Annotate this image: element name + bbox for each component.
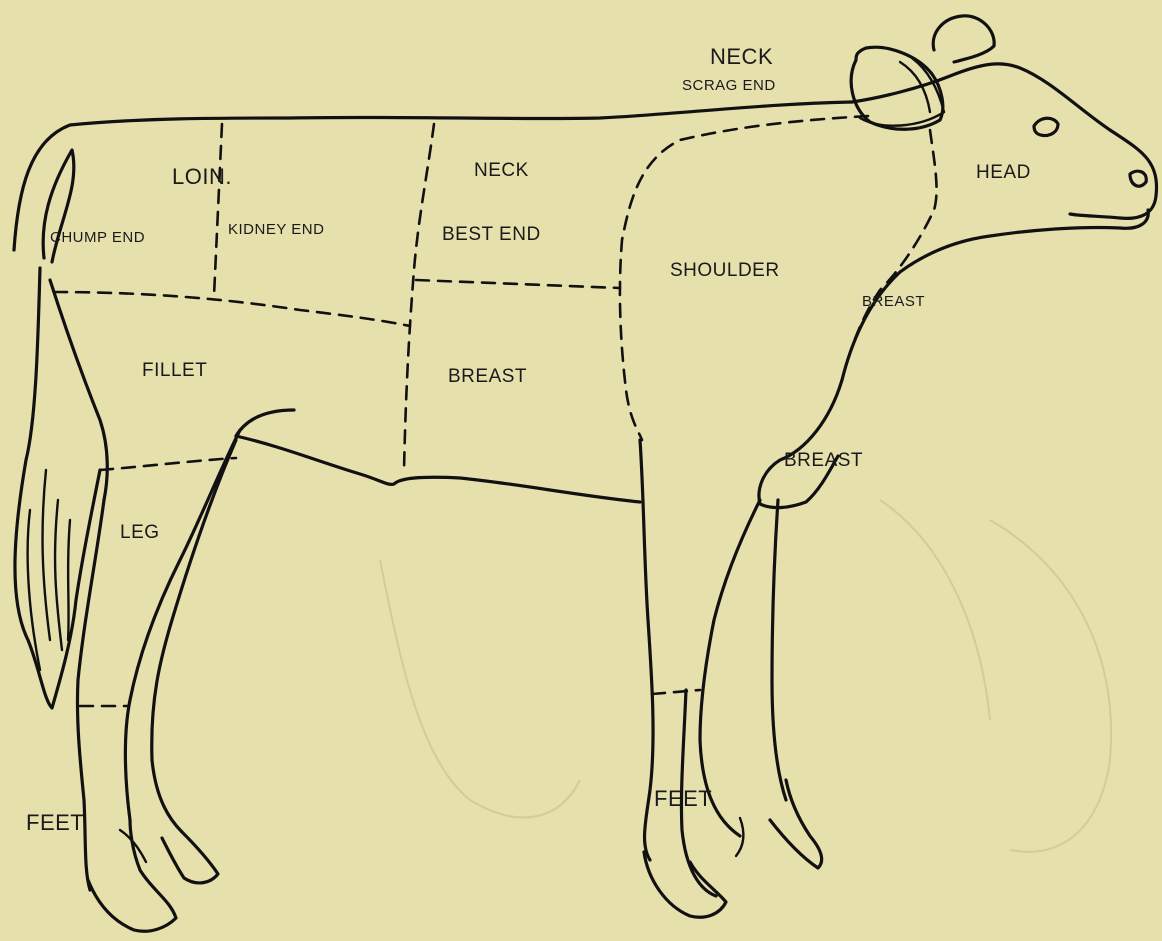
cut-line-hind-leg-top [100,458,236,470]
belly-outline [236,410,640,502]
label-chump-end: CHUMP END [50,229,145,246]
tail-switch [15,268,100,708]
label-breast-upper: BREAST [862,293,925,310]
label-kidney-end: KIDNEY END [228,221,324,238]
calf-outline [14,16,1157,931]
label-breast-mid: BREAST [448,366,527,387]
tail-hair-2 [55,500,62,650]
fore-hoof-front [770,780,822,868]
foreleg-front-edge [772,500,786,800]
label-head: HEAD [976,162,1031,183]
label-neck: NECK [474,160,529,181]
label-leg: LEG [120,522,160,543]
cut-lines [54,116,937,706]
tail-hair-4 [68,520,70,640]
hind-leg-front [125,430,240,820]
cut-line-fore-feet [652,690,700,694]
label-breast-lower: BREAST [784,450,863,471]
label-loin: LOIN. [172,164,232,189]
cut-line-loin-bottom [54,292,410,326]
rump-outline [50,280,107,500]
label-best-end: BEST END [442,224,541,245]
cut-line-shoulder-front [842,130,937,380]
ear-right [933,16,994,62]
foreleg-back [640,440,653,860]
hind-leg-inner [152,440,236,832]
head-outline [852,64,1157,219]
cut-line-best-end-bottom [416,280,620,288]
label-neck-top: NECK [710,44,773,69]
fore-hoof-back [644,852,726,917]
ghost-bleed-through [380,500,1111,852]
chest-outline [759,380,842,508]
eye-icon [1034,118,1058,135]
nostril-icon [1130,171,1146,186]
cut-line-loin-neck-divider [404,124,434,470]
label-fillet: FILLET [142,360,207,381]
label-scrag-end: SCRAG END [682,77,776,94]
label-feet-hind: FEET [26,810,84,835]
cut-line-loin-divider [214,124,222,296]
cut-labels: NECK SCRAG END LOIN. CHUMP END KIDNEY EN… [26,44,1031,835]
hind-hoof-front [162,832,218,883]
label-feet-fore: FEET [654,786,712,811]
label-shoulder: SHOULDER [670,260,780,281]
tail-hair-1 [43,470,50,640]
